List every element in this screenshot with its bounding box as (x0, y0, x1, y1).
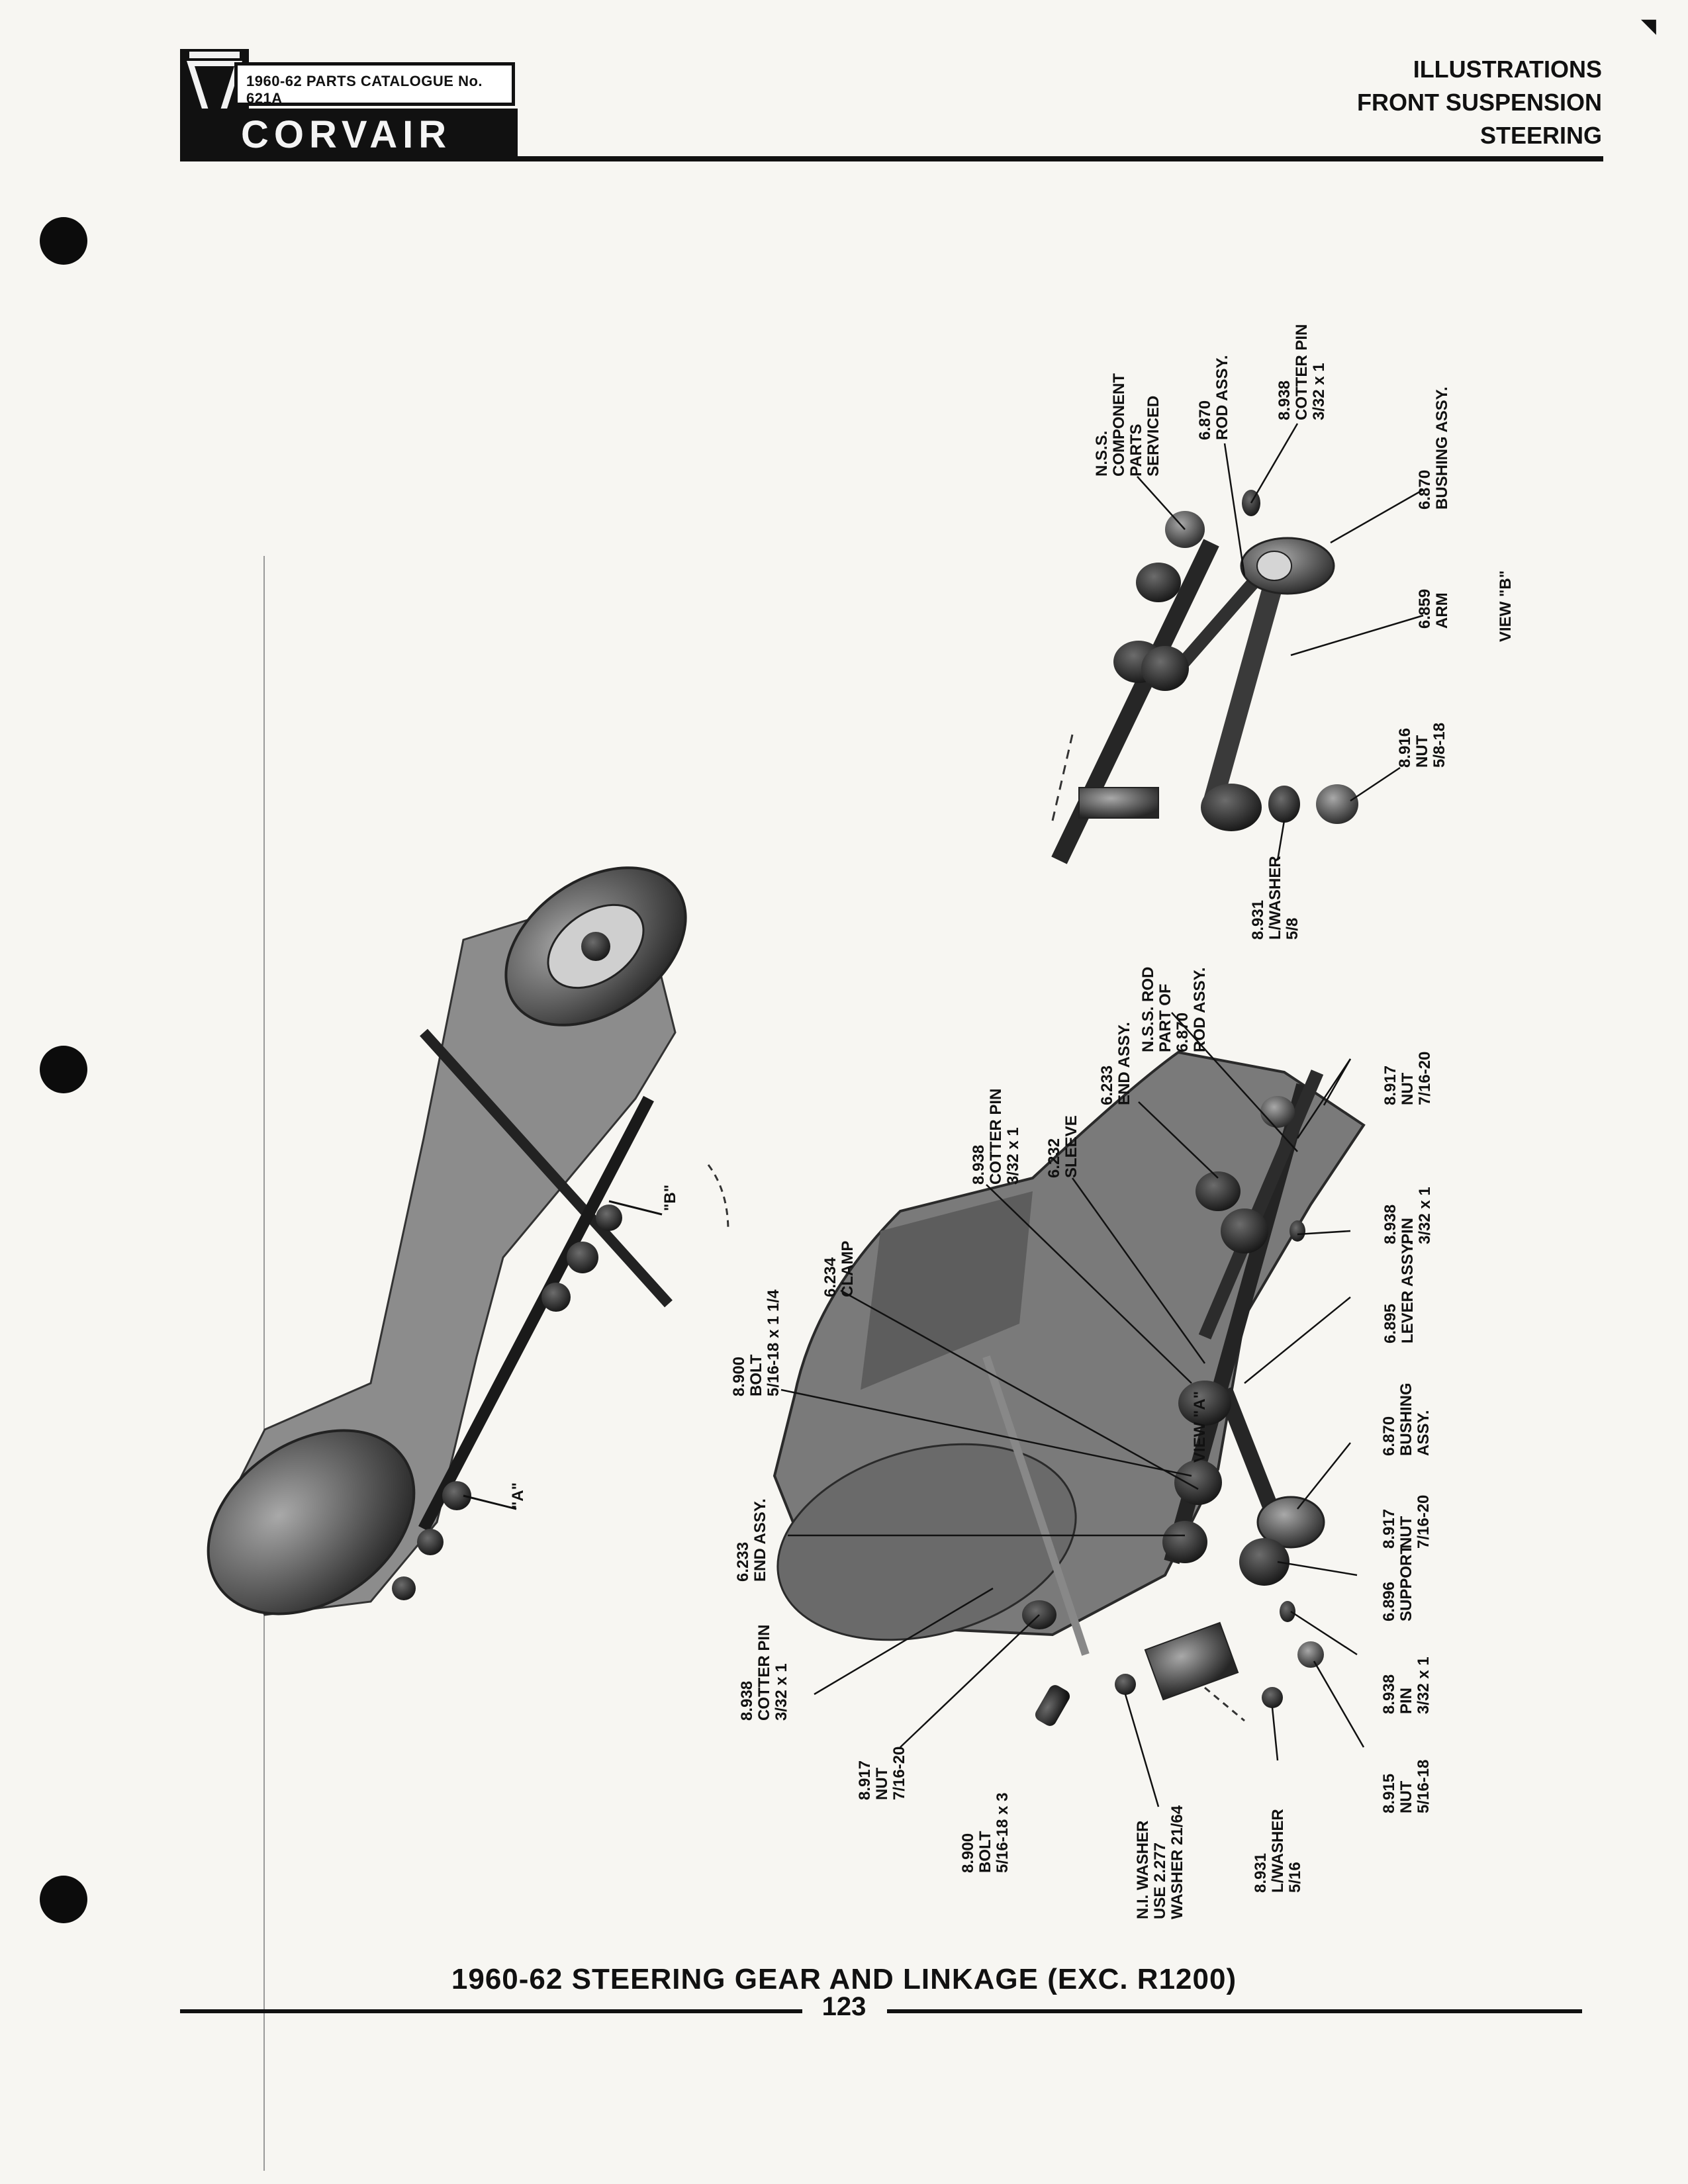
footer-rule-right (887, 2009, 1582, 2013)
view-a-title: VIEW "A" (1191, 1391, 1209, 1463)
figure-caption: 1960-62 STEERING GEAR AND LINKAGE (EXC. … (451, 1963, 1237, 1995)
callout-8938-cotter-pin-left: 8.938 COTTER PIN 3/32 x 1 (738, 1620, 790, 1721)
catalog-number: 1960-62 PARTS CATALOGUE No. 621A (246, 73, 483, 107)
margin-line (263, 556, 265, 2171)
view-a-detail (773, 1050, 1366, 1726)
overview-assembly (207, 866, 729, 1616)
callout-8917-nut-bottom: 8.917 NUT 7/16-20 (856, 1747, 908, 1800)
callout-8900-bolt-top: 8.900 BOLT 5/16-18 x 1 1/4 (730, 1289, 782, 1396)
callout-6870-rod-assy: 6.870 ROD ASSY. (1196, 355, 1231, 440)
callout-nss-rod: N.S.S. ROD PART OF 6.870 ROD ASSY. (1139, 962, 1209, 1052)
corner-mark-icon: ◥ (1640, 15, 1656, 37)
binder-hole-middle (40, 1046, 87, 1093)
callout-6870-bushing-assy-a: 6.870 BUSHING ASSY. (1380, 1379, 1432, 1456)
callout-6896-support: 6.896 SUPPORT (1380, 1545, 1415, 1621)
section-heading: ILLUSTRATIONS FRONT SUSPENSION STEERING (1357, 53, 1602, 152)
callout-6895-lever-assy: 6.895 LEVER ASSY. (1382, 1241, 1417, 1343)
brand-bar (180, 109, 518, 159)
callout-6870-bushing-assy: 6.870 BUSHING ASSY. (1416, 387, 1451, 510)
callout-8915-nut: 8.915 NUT 5/16-18 (1380, 1760, 1432, 1813)
callout-ni-washer: N.I. WASHER USE 2.277 WASHER 21/64 (1134, 1805, 1186, 1919)
corvair-logo: 1960-62 PARTS CATALOGUE No. 621A CORVAIR (180, 49, 518, 159)
view-b-leaders (1137, 423, 1424, 861)
section-line-front-suspension: FRONT SUSPENSION (1356, 89, 1602, 116)
callout-8916-nut: 8.916 NUT 5/8-18 (1396, 723, 1448, 768)
callout-8938-pin-bottom: 8.938 PIN 3/32 x 1 (1380, 1657, 1432, 1714)
callout-nss-component-parts: N.S.S. COMPONENT PARTS SERVICED (1093, 369, 1162, 477)
section-line-illustrations: ILLUSTRATIONS (1413, 56, 1602, 83)
callout-8931-lwasher-a: 8.931 L/WASHER 5/16 (1252, 1805, 1304, 1893)
callout-8938-cotter-pin-top: 8.938 COTTER PIN 3/32 x 1 (970, 1084, 1022, 1185)
callout-8917-nut-mid: 8.917 NUT 7/16-20 (1380, 1495, 1432, 1549)
callout-6859-arm: 6.859 ARM (1416, 584, 1451, 629)
callout-6233-end-assy-left: 6.233 END ASSY. (734, 1498, 769, 1582)
marker-a: "A" (509, 1482, 527, 1509)
view-b-labels: N.S.S. COMPONENT PARTS SERVICED 6.870 RO… (1093, 320, 1515, 940)
marker-b: "B" (661, 1185, 679, 1211)
callout-8938-pin-top: 8.938 PIN 3/32 x 1 (1382, 1187, 1434, 1244)
callout-6233-end-assy-top: 6.233 END ASSY. (1098, 1022, 1133, 1105)
callout-8938-cotter-pin: 8.938 COTTER PIN 3/32 x 1 (1276, 320, 1328, 420)
header-rule (180, 156, 1603, 161)
callout-6234-clamp: 6.234 CLAMP (821, 1241, 857, 1297)
section-line-steering: STEERING (1479, 122, 1602, 149)
callout-8917-nut-top: 8.917 NUT 7/16-20 (1382, 1052, 1434, 1105)
catalog-strip (234, 62, 515, 106)
footer-rule-left (180, 2009, 802, 2013)
view-b-title: VIEW "B" (1497, 570, 1515, 642)
view-a-leaders (780, 1012, 1365, 1807)
callout-6232-sleeve: 6.232 SLEEVE (1045, 1115, 1080, 1178)
page-number: 123 (821, 1992, 867, 2021)
brand-name: CORVAIR (241, 113, 452, 156)
view-b-detail (1051, 490, 1358, 864)
binder-hole-bottom (40, 1876, 87, 1923)
callout-8931-lwasher: 8.931 L/WASHER 5/8 (1249, 852, 1301, 940)
view-a-labels: N.S.S. ROD PART OF 6.870 ROD ASSY. 6.233… (730, 962, 1434, 1919)
binder-hole-top (40, 217, 87, 265)
callout-8900-bolt-bottom: 8.900 BOLT 5/16-18 x 3 (959, 1793, 1011, 1873)
